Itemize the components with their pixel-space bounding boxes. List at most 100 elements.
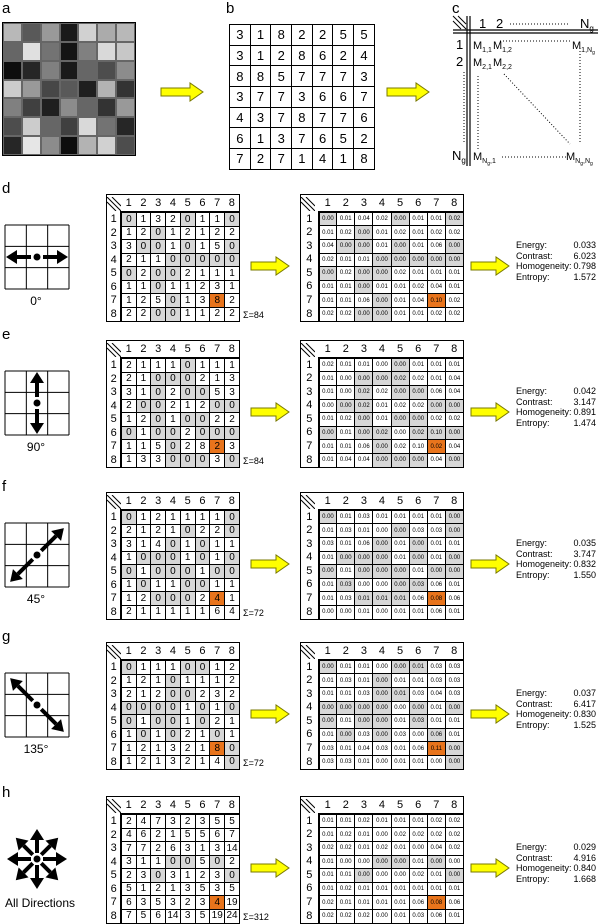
probability-cell: 0.02 — [408, 827, 428, 842]
probability-cell: 0.00 — [408, 727, 428, 743]
probability-cell: 0.02 — [354, 398, 374, 414]
count-cell: 0 — [194, 425, 211, 441]
count-cell: 1 — [194, 306, 211, 323]
probability-cell: 0.00 — [318, 700, 338, 716]
probability-cell: 0.01 — [408, 854, 428, 870]
probability-cell: 0.03 — [426, 673, 446, 688]
probability-cell: 0.01 — [390, 687, 410, 702]
m11-sub: 1,1 — [482, 47, 492, 54]
count-cell: 1 — [209, 371, 226, 387]
count-cell: 0 — [209, 398, 226, 414]
probability-cell: 0.00 — [318, 211, 338, 227]
count-cell: 0 — [120, 659, 137, 675]
matrix-cell: 4 — [353, 44, 375, 67]
col-header: 5 — [391, 796, 410, 816]
count-cell: 0 — [194, 452, 211, 469]
count-cell: 1 — [224, 727, 240, 743]
probability-cell: 0.00 — [408, 550, 428, 566]
probability-cell: 0.01 — [408, 564, 428, 579]
probability-cell: 0.00 — [354, 714, 374, 729]
direction-label: 0° — [30, 294, 42, 308]
probability-cell: 0.00 — [444, 452, 465, 469]
probability-cell: 0.06 — [426, 577, 446, 593]
col-header: 5 — [391, 492, 410, 512]
row-header: 7 — [300, 439, 320, 454]
probability-cell: 0.01 — [408, 225, 428, 240]
row-header: 4 — [106, 701, 123, 715]
col-header: 2 — [136, 340, 151, 360]
pixel-cell — [97, 117, 117, 137]
probability-cell: 0.00 — [372, 523, 392, 538]
probability-cell: 0.02 — [354, 385, 374, 400]
count-cell: 3 — [120, 385, 137, 400]
count-cell: 4 — [120, 827, 137, 843]
probability-cell: 0.02 — [336, 266, 356, 281]
m1n: M — [572, 40, 581, 52]
count-cell: 2 — [135, 673, 152, 689]
col-header: 8 — [224, 796, 240, 816]
pixel-cell — [40, 79, 60, 99]
probability-cell: 0.01 — [336, 813, 356, 829]
probability-cell: 0.00 — [408, 700, 428, 716]
probability-cell: 0.00 — [336, 727, 356, 743]
count-cell: 2 — [120, 813, 137, 829]
row-header: 6 — [300, 280, 320, 294]
probability-cell: 0.03 — [372, 741, 392, 756]
col-header: 2 — [136, 642, 151, 662]
probability-cell: 0.01 — [426, 700, 446, 716]
count-cell: 1 — [135, 714, 152, 729]
pixel-cell — [78, 23, 98, 42]
count-cell: 1 — [150, 252, 167, 268]
probability-cell: 0.03 — [354, 687, 374, 702]
stat-row: Energy:0.042 — [516, 386, 596, 397]
probability-cell: 0.02 — [408, 868, 428, 883]
count-cell: 6 — [209, 604, 226, 621]
row-header: 7 — [106, 591, 123, 606]
pixel-cell — [97, 41, 117, 61]
matrix-cell: 7 — [249, 86, 272, 108]
probability-cell: 0.00 — [444, 868, 465, 883]
probability-cell: 0.01 — [390, 813, 410, 829]
probability-cell: 0.00 — [372, 754, 392, 771]
probability-cell: 0.00 — [390, 412, 410, 427]
probability-cell: 0.01 — [318, 523, 338, 538]
pixel-cell — [97, 23, 117, 42]
count-cell: 1 — [224, 279, 240, 295]
probability-cell: 0.03 — [336, 673, 356, 688]
count-cell: 1 — [150, 754, 167, 771]
probability-cell: 0.03 — [408, 714, 428, 729]
svg-text:MNg,1: MNg,1 — [473, 151, 496, 166]
row-header: 6 — [106, 426, 123, 440]
probability-cell: 0.01 — [372, 813, 392, 829]
count-cell: 5 — [224, 813, 240, 829]
count-cell: 1 — [120, 412, 137, 427]
probability-cell: 0.02 — [390, 827, 410, 842]
matrix-cell: 3 — [291, 86, 313, 108]
stat-label: Entropy: — [516, 873, 550, 884]
count-cell: 0 — [224, 398, 240, 414]
matrix-cell: 7 — [332, 65, 355, 88]
probability-cell: 0.01 — [318, 293, 338, 308]
count-cell: 14 — [224, 841, 240, 856]
row-header: 8 — [300, 909, 320, 924]
pixel-cell — [78, 117, 98, 137]
probability-cell: 0.02 — [336, 827, 356, 842]
probability-cell: 0.10 — [426, 425, 446, 441]
count-cell: 1 — [135, 371, 152, 387]
col-header: 1 — [121, 642, 137, 662]
probability-cell: 0.02 — [390, 225, 410, 240]
stat-row: Energy:0.037 — [516, 688, 596, 699]
probability-cell: 0.00 — [390, 239, 410, 254]
matrix-cell: 7 — [311, 65, 334, 88]
count-cell: 2 — [120, 252, 137, 268]
arrow-icon — [250, 858, 290, 878]
count-cell: 6 — [135, 827, 152, 843]
probability-cell: 0.04 — [336, 452, 356, 469]
col-header: 2 — [336, 492, 355, 512]
count-cell: 5 — [150, 439, 167, 454]
count-cell: 2 — [135, 266, 152, 281]
probability-cell: 0.01 — [336, 357, 356, 373]
probability-cell: 0.02 — [408, 425, 428, 441]
col-header: 4 — [165, 642, 181, 662]
